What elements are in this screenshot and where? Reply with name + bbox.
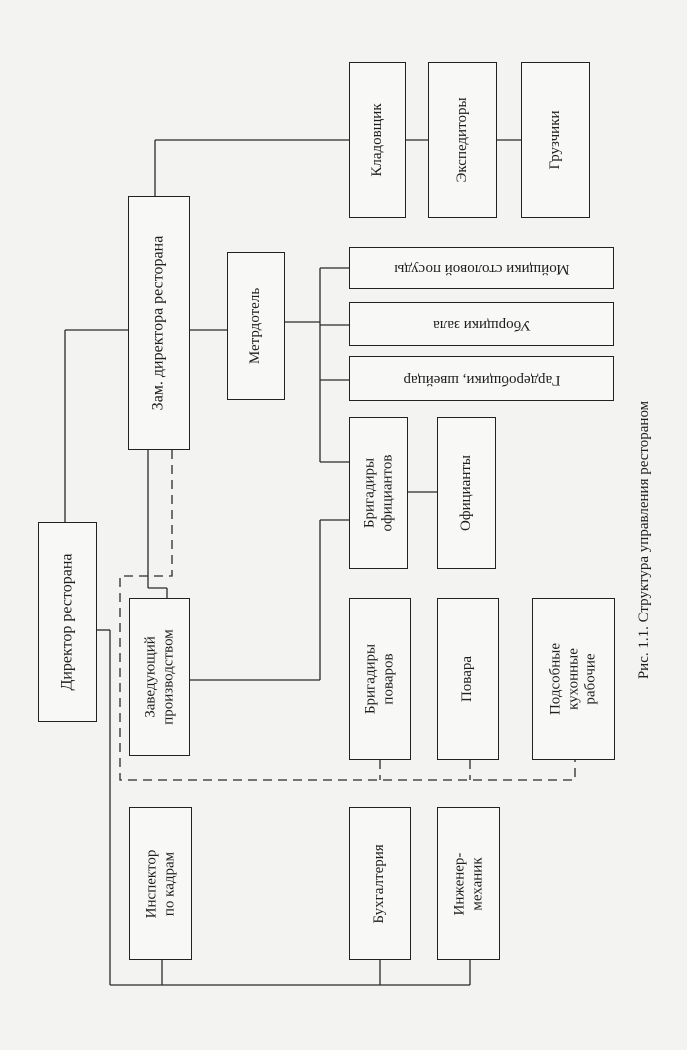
node-maitre-line-1: Метрдотель — [247, 287, 264, 365]
figure-caption-text: Рис. 1.1. Структура управления ресторано… — [636, 400, 653, 680]
node-director-line-1: Директор ресторана — [58, 553, 76, 691]
node-production-head-label: Заведующий производством — [142, 629, 177, 725]
node-engineer-line-2: механик — [468, 856, 485, 911]
node-cleaners: Уборщики зала — [349, 302, 614, 346]
node-dishwashers-line-1: Мойщики столовой посуды — [393, 260, 570, 277]
node-waiter-leads: Бригадиры официантов — [349, 417, 408, 569]
node-director: Директор ресторана — [38, 522, 97, 722]
node-kitchen-helpers-line-1: Подсобные — [546, 642, 563, 716]
node-cook-leads-label: Бригадиры поваров — [362, 644, 397, 714]
node-kitchen-helpers-line-3: рабочие — [582, 653, 599, 705]
node-deputy-label: Зам. директора ресторана — [150, 236, 169, 411]
node-cooks-line-1: Повара — [459, 655, 476, 703]
node-hr-inspector: Инспектор по кадрам — [129, 807, 192, 960]
node-hr-inspector-line-1: Инспектор — [142, 849, 159, 918]
node-engineer-label: Инженер- механик — [451, 852, 486, 915]
node-storekeeper-line-1: Кладовщик — [368, 103, 385, 177]
node-maitre: Метрдотель — [227, 252, 285, 400]
node-cloakroom-line-1: Гардеробщики, швейцар — [403, 371, 560, 388]
node-cook-leads: Бригадиры поваров — [349, 598, 411, 760]
node-storekeeper-label: Кладовщик — [369, 103, 387, 176]
node-loaders-line-1: Грузчики — [546, 110, 563, 170]
node-kitchen-helpers-line-2: кухонные — [564, 648, 581, 710]
node-engineer: Инженер- механик — [437, 807, 500, 960]
node-waiters: Официанты — [437, 417, 496, 569]
node-waiters-label: Официанты — [458, 455, 476, 531]
node-production-head-line-2: производством — [159, 629, 176, 725]
node-deputy-line-1: Зам. директора ресторана — [149, 235, 167, 411]
node-cleaners-line-1: Уборщики зала — [432, 316, 531, 333]
node-cooks: Повара — [437, 598, 499, 760]
node-hr-inspector-label: Инспектор по кадрам — [143, 849, 178, 918]
node-forwarders-line-1: Экспедиторы — [453, 97, 470, 183]
node-forwarders-label: Экспедиторы — [454, 97, 472, 182]
node-loaders: Грузчики — [521, 62, 590, 218]
node-cooks-label: Повара — [459, 656, 477, 702]
node-waiter-leads-line-2: официантов — [378, 454, 395, 532]
node-forwarders: Экспедиторы — [428, 62, 497, 218]
dashed-connector-deputy-kitchen — [119, 450, 576, 781]
node-accounting-label: Бухгалтерия — [371, 844, 389, 923]
node-loaders-label: Грузчики — [547, 110, 565, 169]
node-hr-inspector-line-2: по кадрам — [160, 851, 177, 916]
node-production-head: Заведующий производством — [129, 598, 190, 756]
node-dishwashers: Мойщики столовой посуды — [349, 247, 614, 289]
node-cleaners-label: Уборщики зала — [433, 315, 531, 333]
node-director-label: Директор ресторана — [58, 553, 77, 690]
node-cloakroom: Гардеробщики, швейцар — [349, 356, 614, 401]
node-storekeeper: Кладовщик — [349, 62, 406, 218]
node-waiter-leads-line-1: Бригадиры — [360, 457, 377, 529]
node-cook-leads-line-2: поваров — [380, 653, 396, 705]
node-maitre-label: Метрдотель — [247, 288, 265, 364]
node-waiters-line-1: Официанты — [457, 455, 474, 531]
node-dishwashers-label: Мойщики столовой посуды — [394, 259, 569, 277]
node-kitchen-helpers: Подсобные кухонные рабочие — [532, 598, 615, 760]
node-engineer-line-1: Инженер- — [450, 852, 467, 915]
node-kitchen-helpers-label: Подсобные кухонные рабочие — [547, 643, 600, 715]
node-production-head-line-1: Заведующий — [141, 636, 158, 718]
node-accounting-line-1: Бухгалтерия — [371, 843, 388, 924]
node-cook-leads-line-1: Бригадиры — [362, 643, 379, 715]
node-cloakroom-label: Гардеробщики, швейцар — [403, 370, 560, 388]
node-accounting: Бухгалтерия — [349, 807, 411, 960]
node-waiter-leads-label: Бригадиры официантов — [361, 455, 396, 532]
node-deputy: Зам. директора ресторана — [128, 196, 190, 450]
